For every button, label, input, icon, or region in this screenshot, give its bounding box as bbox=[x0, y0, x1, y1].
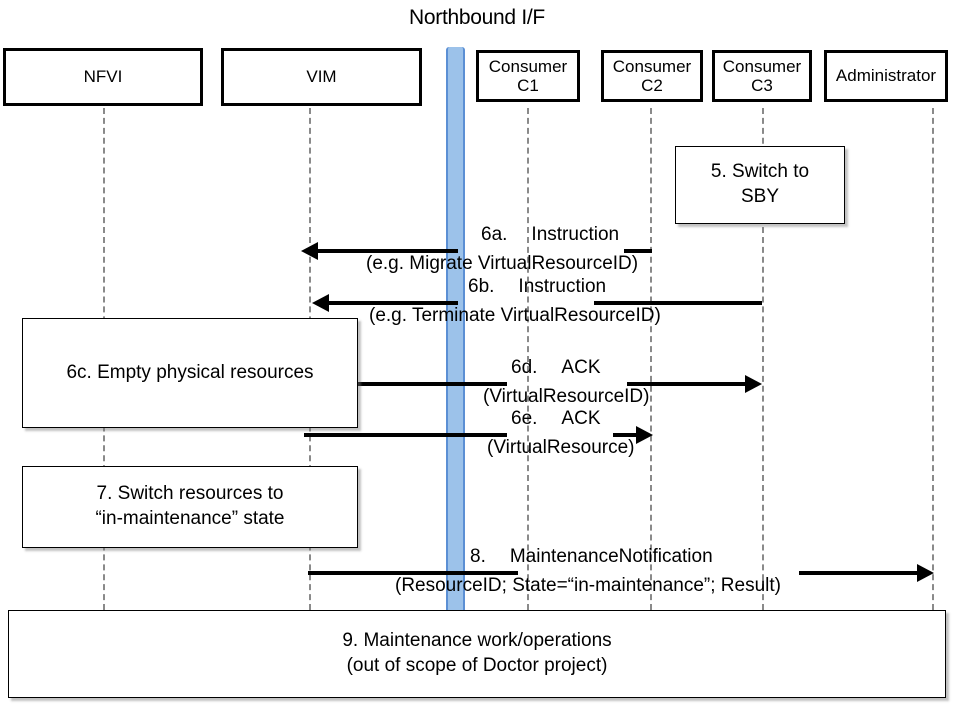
message-6e-arrowhead bbox=[636, 426, 653, 444]
actor-sublabel-consumer-c3: C3 bbox=[751, 76, 773, 95]
diagram-title: Northbound I/F bbox=[409, 6, 545, 29]
message-6b-number: 6b. bbox=[468, 276, 495, 297]
process-box-step5-line2: SBY bbox=[740, 186, 780, 207]
message-8-line-left bbox=[308, 571, 518, 575]
message-6a-name: Instruction bbox=[531, 224, 620, 245]
message-6e-line-left bbox=[304, 433, 507, 437]
process-box-step7[interactable]: 7. Switch resources to “in-maintenance” … bbox=[22, 466, 358, 548]
message-6d-arrowhead bbox=[745, 375, 762, 393]
actor-box-administrator[interactable]: Administrator bbox=[824, 50, 948, 102]
message-8-arrowhead bbox=[917, 564, 934, 582]
process-box-step6c[interactable]: 6c. Empty physical resources bbox=[22, 318, 358, 428]
message-6d-detail-text: (VirtualResourceID) bbox=[483, 386, 650, 407]
message-6b-label: 6b. Instruction bbox=[468, 276, 606, 298]
message-6b-line-left bbox=[327, 301, 458, 305]
message-6e-detail: (VirtualResource) bbox=[487, 437, 634, 459]
message-6a-detail: (e.g. Migrate VirtualResourceID) bbox=[366, 253, 638, 275]
process-box-step7-line1: 7. Switch resources to bbox=[96, 483, 284, 505]
message-6e-name: ACK bbox=[561, 408, 601, 429]
actor-sublabel-consumer-c1: C1 bbox=[517, 76, 539, 95]
lifeline-admin bbox=[932, 108, 934, 610]
actor-label-vim: VIM bbox=[306, 67, 337, 87]
actor-box-consumer-c3[interactable]: Consumer C3 bbox=[712, 50, 812, 102]
actor-sublabel-consumer-c2: C2 bbox=[641, 76, 663, 95]
message-6b-detail: (e.g. Terminate VirtualResourceID) bbox=[369, 305, 661, 327]
message-6a-number: 6a. bbox=[481, 224, 508, 245]
message-8-number: 8. bbox=[470, 546, 486, 567]
actor-box-vim[interactable]: VIM bbox=[221, 48, 422, 106]
message-6a-detail-text: (e.g. Migrate VirtualResourceID) bbox=[366, 253, 639, 274]
message-6e-label: 6e. ACK bbox=[511, 408, 601, 430]
actor-label-nfvi: NFVI bbox=[83, 67, 123, 87]
message-6e-line-right bbox=[613, 433, 636, 437]
message-6d-number: 6d. bbox=[511, 357, 538, 378]
message-6a-label: 6a. Instruction bbox=[481, 224, 619, 246]
message-6d-line-right bbox=[627, 382, 745, 386]
message-6a-line-left bbox=[316, 249, 458, 253]
actor-label-consumer-c3: Consumer bbox=[722, 56, 802, 76]
actor-box-consumer-c2[interactable]: Consumer C2 bbox=[601, 50, 703, 102]
process-box-step9-line2: (out of scope of Doctor project) bbox=[346, 655, 608, 676]
actor-box-nfvi[interactable]: NFVI bbox=[3, 48, 203, 106]
message-8-detail-text: (ResourceID; State=“in-maintenance”; Res… bbox=[395, 575, 781, 596]
message-6b-name: Instruction bbox=[518, 276, 607, 297]
process-box-step5-line1: 5. Switch to bbox=[710, 161, 810, 183]
message-8-label: 8. MaintenanceNotification bbox=[470, 546, 713, 568]
lifeline-c1 bbox=[527, 108, 529, 610]
lifeline-c3 bbox=[762, 108, 764, 610]
message-6a-line-right bbox=[624, 249, 652, 253]
message-6d-label: 6d. ACK bbox=[511, 357, 601, 379]
message-6d-line-left bbox=[357, 382, 507, 386]
actor-box-consumer-c1[interactable]: Consumer C1 bbox=[476, 50, 580, 102]
process-box-step7-line2: “in-maintenance” state bbox=[95, 508, 285, 529]
message-6b-arrowhead bbox=[312, 294, 329, 312]
message-6d-detail: (VirtualResourceID) bbox=[483, 386, 649, 408]
process-box-step6c-line1: 6c. Empty physical resources bbox=[66, 361, 314, 383]
message-6a-arrowhead bbox=[301, 242, 318, 260]
process-box-step5[interactable]: 5. Switch to SBY bbox=[675, 146, 845, 224]
message-6b-detail-text: (e.g. Terminate VirtualResourceID) bbox=[369, 305, 661, 326]
actor-label-consumer-c1: Consumer bbox=[488, 56, 568, 76]
message-6e-number: 6e. bbox=[511, 408, 538, 429]
message-8-line-right bbox=[799, 571, 917, 575]
northbound-interface-bar bbox=[446, 47, 465, 614]
process-box-step9[interactable]: 9. Maintenance work/operations (out of s… bbox=[8, 610, 946, 698]
message-8-name: MaintenanceNotification bbox=[509, 546, 713, 567]
message-6d-name: ACK bbox=[561, 357, 601, 378]
message-8-detail: (ResourceID; State=“in-maintenance”; Res… bbox=[395, 575, 781, 597]
lifeline-c2 bbox=[650, 108, 652, 610]
actor-label-administrator: Administrator bbox=[835, 66, 937, 86]
message-6b-line-right bbox=[594, 301, 762, 305]
process-box-step9-line1: 9. Maintenance work/operations bbox=[342, 630, 612, 652]
message-6e-detail-text: (VirtualResource) bbox=[487, 437, 635, 458]
actor-label-consumer-c2: Consumer bbox=[612, 56, 692, 76]
